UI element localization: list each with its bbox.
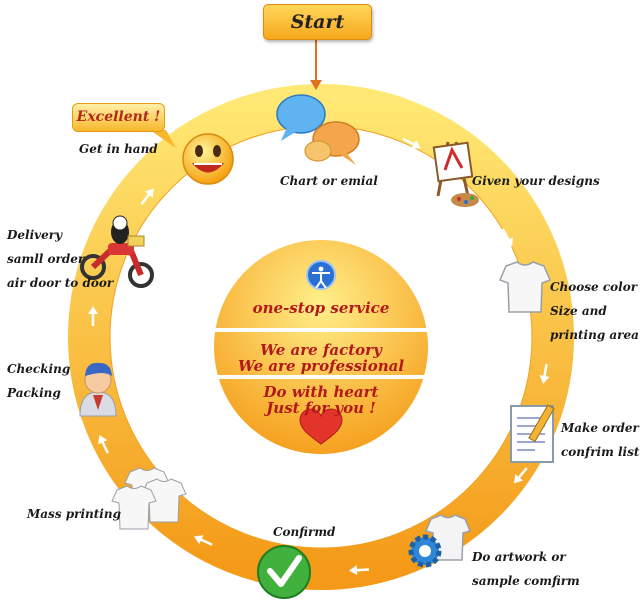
ring-arrow	[98, 435, 109, 454]
ring-arrow	[349, 565, 370, 576]
step-designs-label: Given your designs	[472, 174, 600, 188]
ring-arrow	[194, 535, 213, 546]
center-service-text: one-stop service	[252, 299, 390, 317]
ring-arrows	[88, 137, 550, 576]
step-confirmd-label: Confirmd	[273, 525, 336, 539]
step-delivery-label-1: Delivery	[7, 228, 63, 242]
step-checking-label-1: Checking	[7, 362, 71, 376]
start-label: Start	[263, 4, 372, 40]
step-mass-label: Mass printing	[27, 507, 121, 521]
step-artwork-label-2: sample comfirm	[472, 574, 580, 588]
chat-bubbles-icon	[276, 94, 360, 165]
ring-arrow	[539, 363, 550, 384]
ring-arrow	[140, 188, 154, 205]
step-get-in-hand-label: Get in hand	[79, 142, 158, 156]
ring-arrow	[402, 137, 421, 149]
step-choose-label-3: printing area	[550, 328, 639, 342]
stacked-tshirts-icon	[111, 467, 187, 530]
center-factory-text-2: We are professional	[237, 357, 405, 375]
ring-arrow	[513, 467, 528, 484]
document-pencil-icon	[510, 404, 555, 463]
motorbike-icon	[80, 215, 154, 288]
checkmark-icon	[257, 545, 311, 599]
easel-icon	[432, 141, 479, 207]
center-heart-text-1: Do with heart	[263, 383, 379, 401]
center-heart-text-2: Just for you !	[266, 399, 376, 417]
excellent-bubble: Excellent !	[72, 103, 165, 132]
step-order-label-1: Make order	[561, 421, 639, 435]
step-choose-label-1: Choose color	[550, 280, 638, 294]
ring-arrow	[501, 228, 513, 247]
step-delivery-label-2: samll order	[7, 252, 85, 266]
center-factory-text-1: We are factory	[260, 341, 382, 359]
step-delivery-label-3: air door to door	[7, 276, 114, 290]
person-icon	[79, 362, 117, 417]
step-order-label-2: confrim list	[561, 445, 640, 459]
gear-tshirt-icon	[408, 514, 472, 568]
step-artwork-label-1: Do artwork or	[472, 550, 566, 564]
smiley-icon	[182, 133, 234, 185]
accessibility-icon	[306, 260, 336, 290]
excellent-bubble-tail	[150, 130, 176, 148]
step-checking-label-2: Packing	[7, 386, 61, 400]
step-chart-label: Chart or emial	[280, 174, 378, 188]
step-choose-label-2: Size and	[550, 304, 607, 318]
center-disc	[214, 240, 428, 454]
heart-icon	[299, 408, 343, 445]
ring-arrow	[88, 306, 98, 326]
start-arrowhead	[310, 80, 322, 90]
tshirt-icon	[499, 261, 551, 313]
